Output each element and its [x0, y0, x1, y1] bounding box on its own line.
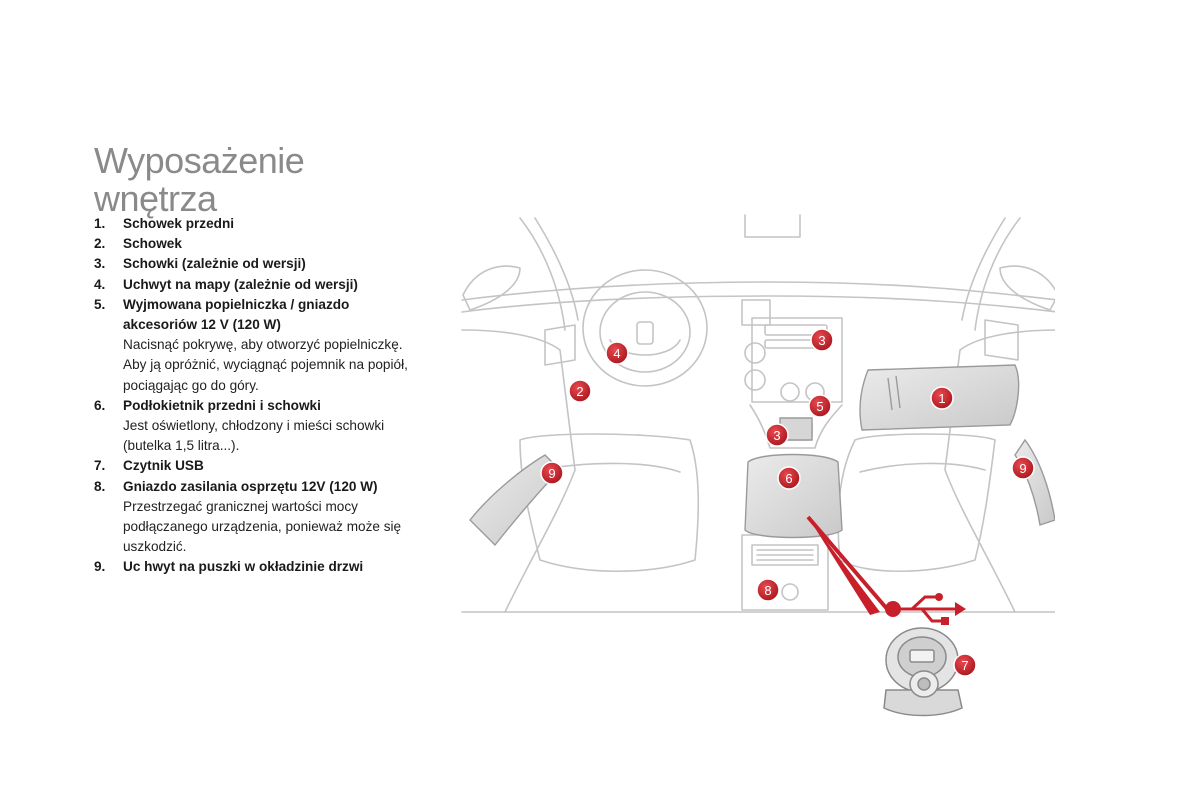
item-description: Jest oświetlony, chłodzony i mieści scho… [123, 418, 385, 454]
svg-text:9: 9 [1019, 461, 1026, 476]
list-item: 7. Czytnik USB [94, 456, 424, 476]
page-title: Wyposażenie wnętrza [94, 140, 305, 220]
item-number: 5. [94, 296, 106, 312]
callout-markers: 1 2 3 4 5 3 6 8 9 9 7 [540, 328, 1035, 677]
list-item: 8. Gniazdo zasilania osprzętu 12V (120 W)… [94, 477, 424, 558]
marker-1: 1 [930, 386, 954, 410]
item-number: 9. [94, 559, 106, 575]
svg-text:2: 2 [576, 384, 583, 399]
marker-8: 8 [756, 578, 780, 602]
svg-text:4: 4 [613, 346, 620, 361]
right-door-pocket [1014, 438, 1055, 526]
marker-5: 5 [808, 394, 832, 418]
svg-text:6: 6 [785, 471, 792, 486]
item-heading: Gniazdo zasilania osprzętu 12V (120 W) [123, 478, 378, 494]
marker-3-upper: 3 [810, 328, 834, 352]
item-heading: Uc hwyt na puszki w okładzinie drzwi [123, 559, 364, 575]
marker-9-right: 9 [1011, 456, 1035, 480]
item-description: Przestrzegać granicznej wartości mocy po… [123, 498, 402, 555]
marker-2: 2 [568, 379, 592, 403]
item-number: 6. [94, 397, 106, 413]
list-item: 3. Schowki (zależnie od wersji) [94, 254, 424, 274]
item-number: 1. [94, 216, 106, 231]
marker-6: 6 [777, 466, 801, 490]
list-item: 9. Uc hwyt na puszki w okładzinie drzwi [94, 557, 424, 577]
item-heading: Schowek [123, 236, 182, 252]
item-description: Nacisnąć pokrywę, aby otworzyć popielnic… [123, 337, 408, 393]
item-heading: Schowek przedni [123, 216, 235, 231]
usb-icon [885, 593, 966, 625]
item-number: 3. [94, 256, 106, 272]
item-heading: Czytnik USB [123, 458, 204, 474]
item-heading: Uchwyt na mapy (zależnie od wersji) [123, 276, 358, 292]
list-item: 5. Wyjmowana popielniczka / gniazdo akces… [94, 295, 424, 396]
svg-text:8: 8 [764, 583, 771, 598]
list-item: 2. Schowek [94, 234, 424, 254]
list-item: 4. Uchwyt na mapy (zależnie od wersji) [94, 275, 424, 295]
item-heading: Wyjmowana popielniczka / gniazdo akcesor… [123, 296, 350, 333]
armrest [744, 453, 843, 539]
title-line-1: Wyposażenie [94, 140, 305, 182]
highlighted-parts [469, 364, 1055, 547]
item-number: 7. [94, 458, 106, 474]
car-interior-diagram: 1 2 3 4 5 3 6 8 9 9 7 [461, 214, 1055, 717]
equipment-list: 1. Schowek przedni 2. Schowek 3. Schowki (z… [94, 214, 424, 578]
svg-text:3: 3 [818, 333, 825, 348]
list-item: 1. Schowek przedni [94, 214, 424, 234]
item-number: 4. [94, 276, 106, 292]
marker-9-left: 9 [540, 461, 564, 485]
marker-7: 7 [953, 653, 977, 677]
item-number: 2. [94, 236, 106, 252]
item-heading: Schowki (zależnie od wersji) [123, 256, 306, 272]
svg-text:7: 7 [961, 658, 968, 673]
item-heading: Podłokietnik przedni i schowki [123, 397, 321, 413]
marker-3-lower: 3 [765, 423, 789, 447]
svg-text:3: 3 [773, 428, 780, 443]
marker-4: 4 [605, 341, 629, 365]
title-line-2: wnętrza [94, 178, 217, 220]
svg-text:9: 9 [548, 466, 555, 481]
usb-pointer-line [808, 517, 880, 615]
usb-reader-device [883, 627, 963, 717]
svg-text:5: 5 [816, 399, 823, 414]
svg-text:1: 1 [938, 391, 945, 406]
item-number: 8. [94, 478, 106, 494]
